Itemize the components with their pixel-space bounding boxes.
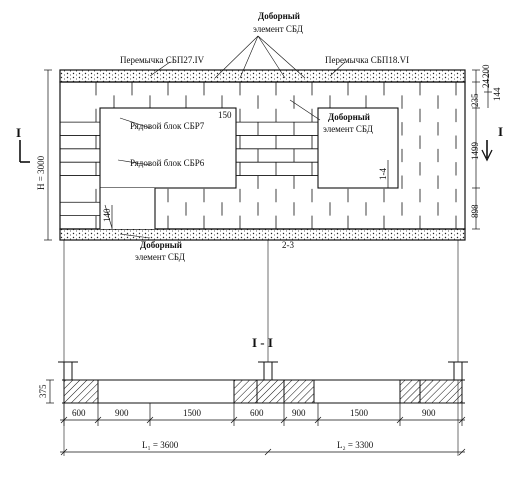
column-2 (263, 361, 273, 381)
lintel-right-label: Перемычка СБП18.VI (325, 55, 409, 65)
plan-segment-2: 900 (115, 408, 129, 418)
section-mark-right: I (498, 124, 503, 139)
mid-element-label-1: Доборный (328, 112, 370, 122)
dim-1499: 1499 (470, 142, 480, 161)
dim-height-total: H = 3000 (36, 155, 46, 190)
window-opening-left (99, 107, 237, 189)
span-2-label: L₂ = 3300 (337, 440, 374, 450)
bottom-element-label-1: Доборный (140, 240, 182, 250)
bottom-slab (59, 228, 466, 241)
section-plan (58, 361, 468, 404)
plan-segment-3: 1500 (183, 408, 202, 418)
dim-144: 144 (492, 87, 502, 101)
lintel-left-label: Перемычка СБП27.IV (120, 55, 205, 65)
dim-235: 235 (470, 93, 480, 107)
dim-24: 24 (481, 79, 491, 89)
dim-150: 150 (218, 110, 232, 120)
brick-courses (60, 82, 457, 229)
wall-elevation (59, 69, 466, 456)
block-sbr6-label: Рядовой блок СБР6 (130, 158, 205, 168)
plan-segment-4: 600 (250, 408, 264, 418)
top-slab (59, 69, 466, 83)
dim-200: 200 (481, 64, 491, 78)
column-3 (453, 361, 463, 381)
top-element-label-2: элемент СБД (253, 24, 303, 34)
section-title: I - I (252, 335, 273, 350)
window-opening-right (317, 107, 399, 189)
dim-375: 375 (38, 384, 48, 398)
leaders (104, 35, 346, 239)
column-1 (63, 361, 73, 381)
plan-segment-7: 900 (422, 408, 436, 418)
plan-dimension-lines (46, 379, 466, 456)
top-element-label-1: Доборный (258, 11, 300, 21)
section-mark-left: I (16, 125, 21, 140)
bottom-element-label-2: элемент СБД (135, 252, 185, 262)
pier-2 (233, 379, 315, 404)
elevation-dimensions (44, 69, 492, 241)
mid-element-label-2: элемент СБД (323, 124, 373, 134)
dim-1-4: 1-4 (378, 168, 388, 180)
span-1-label: L₁ = 3600 (142, 440, 179, 450)
dim-2-3: 2-3 (282, 240, 294, 250)
pier-1 (63, 379, 99, 404)
dim-140: 140 (102, 208, 112, 222)
dim-898: 898 (470, 204, 480, 218)
plan-segment-1: 600 (72, 408, 86, 418)
pier-3 (399, 379, 463, 404)
block-sbr7-label: Рядовой блок СБР7 (130, 121, 205, 131)
door-opening (100, 188, 155, 229)
section-markers (19, 140, 493, 163)
wall-outline (59, 81, 466, 230)
plan-segment-5: 900 (292, 408, 306, 418)
plan-segment-6: 1500 (350, 408, 369, 418)
